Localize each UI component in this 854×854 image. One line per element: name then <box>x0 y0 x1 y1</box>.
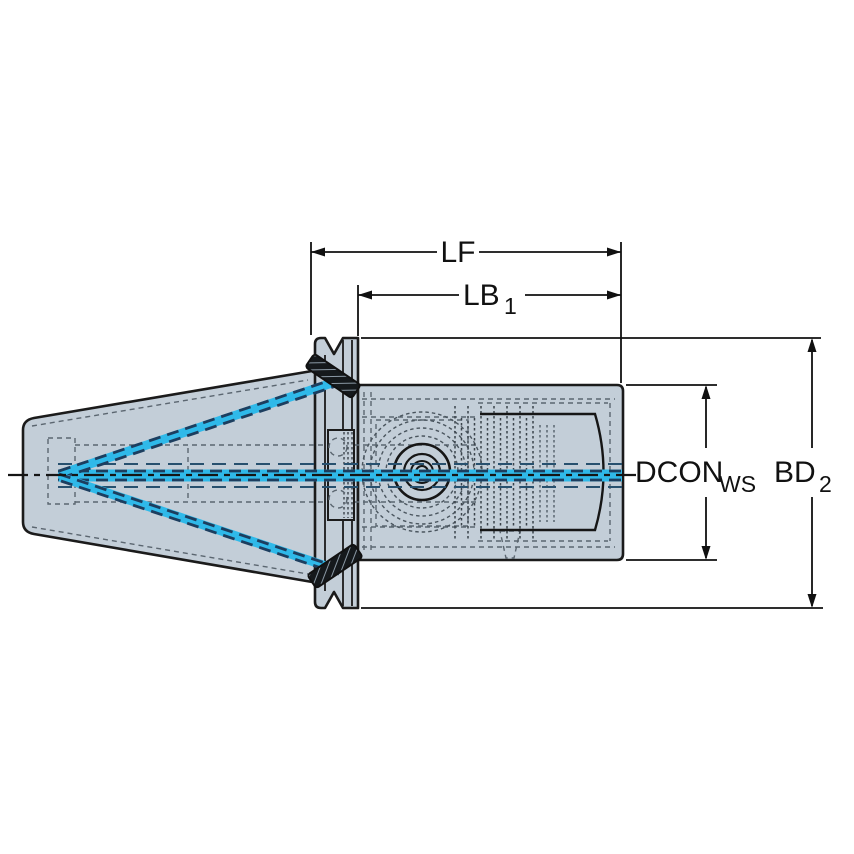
coolant-channel-upper <box>58 376 340 480</box>
flange-hole-hidden-bottom <box>328 489 348 509</box>
flange-hole-hidden-top <box>328 437 348 457</box>
dimension-dconws: DCON WS <box>626 384 756 561</box>
label-bd2-sub: 2 <box>819 471 832 497</box>
retention-thread-pocket <box>47 437 76 505</box>
set-screw-upper <box>305 353 361 399</box>
label-dcon-main: DCON <box>635 456 723 489</box>
label-lb1-sub: 1 <box>504 293 517 319</box>
label-bd2-main: BD <box>774 456 816 489</box>
set-screw-lower <box>307 543 363 589</box>
dimension-lf: LF <box>310 236 622 383</box>
label-lf: LF <box>440 236 475 269</box>
dimension-bd2: BD 2 <box>361 337 832 609</box>
label-lb1-main: LB <box>463 279 500 312</box>
label-dcon-sub: WS <box>719 471 756 497</box>
coolant-channel-lower <box>58 472 340 576</box>
dimension-lb1: LB 1 <box>357 279 621 336</box>
